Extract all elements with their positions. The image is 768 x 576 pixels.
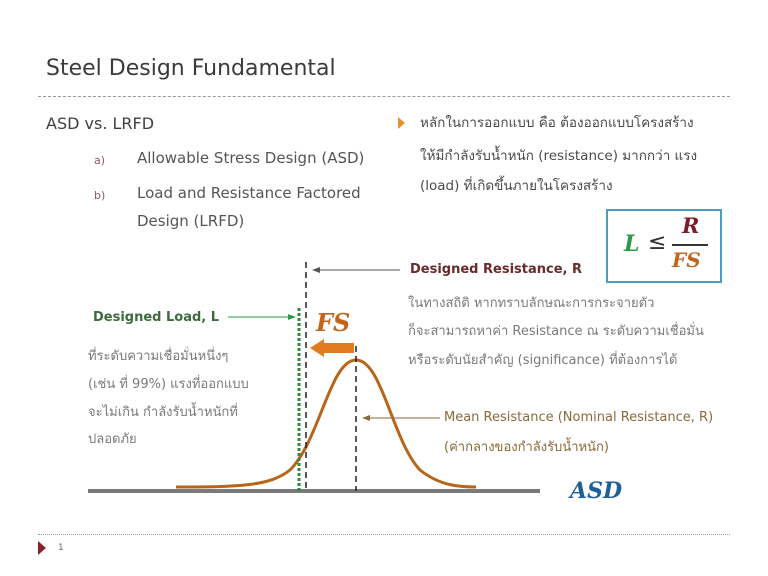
mean-resistance-label: Mean Resistance (Nominal Resistance, R) <box>444 410 714 425</box>
designed-resistance-label: Designed Resistance, R <box>410 262 583 277</box>
list-item-asd: Allowable Stress Design (ASD) <box>137 149 365 167</box>
formula-box: L ≤ R FS <box>606 209 722 283</box>
formula-lhs: L <box>624 231 640 257</box>
slide-title: Steel Design Fundamental <box>46 56 336 81</box>
list-marker-a: a) <box>94 154 106 167</box>
load-note-line3: จะไม่เกิน กำลังรับน้ำหนักที่ <box>88 405 238 420</box>
fs-arrow-icon <box>310 339 324 357</box>
footer-triangle-icon <box>38 541 46 555</box>
load-note-line2: (เช่น ที่ 99%) แรงที่ออกแบบ <box>88 377 249 392</box>
list-item-lrfd-line1: Load and Resistance Factored <box>137 184 361 202</box>
stat-note-line2: ก็จะสามารถหาค่า Resistance ณ ระดับความเช… <box>408 324 704 339</box>
stat-note-line3: หรือระดับนัยสำคัญ (significance) ที่ต้อง… <box>408 353 678 368</box>
principle-line1: หลักในการออกแบบ คือ ต้องออกแบบโครงสร้าง <box>420 115 694 131</box>
principle-line3: (load) ที่เกิดขึ้นภายในโครงสร้าง <box>420 178 613 194</box>
mean-resistance-sub: (ค่ากลางของกำลังรับน้ำหนัก) <box>444 440 609 455</box>
arrow-right-icon <box>288 314 296 320</box>
section-heading: ASD vs. LRFD <box>46 114 155 133</box>
load-note-line1: ที่ระดับความเชื่อมั่นหนึ่งๆ <box>88 349 229 364</box>
stat-note-line1: ในทางสถิติ หากทราบลักษณะการกระจายตัว <box>408 296 655 311</box>
method-label: ASD <box>570 478 623 504</box>
load-note-line4: ปลอดภัย <box>88 432 137 447</box>
designed-load-label: Designed Load, L <box>93 310 220 325</box>
arrow-left-icon <box>362 415 370 421</box>
fraction-bar <box>672 244 708 246</box>
page-number: 1 <box>58 543 64 553</box>
formula-denominator: FS <box>672 248 701 272</box>
arrow-left-icon <box>312 267 320 273</box>
bell-curve <box>175 358 477 489</box>
fs-label: FS <box>316 308 351 337</box>
principle-line2: ให้มีกำลังรับน้ำหนัก (resistance) มากกว่… <box>420 148 698 164</box>
formula-operator: ≤ <box>648 230 667 255</box>
title-divider <box>38 96 730 97</box>
footer-divider <box>38 534 730 535</box>
formula-numerator: R <box>682 213 700 238</box>
list-item-lrfd-line2: Design (LRFD) <box>137 212 245 230</box>
triangle-bullet-icon <box>398 117 405 129</box>
list-marker-b: b) <box>94 189 106 202</box>
